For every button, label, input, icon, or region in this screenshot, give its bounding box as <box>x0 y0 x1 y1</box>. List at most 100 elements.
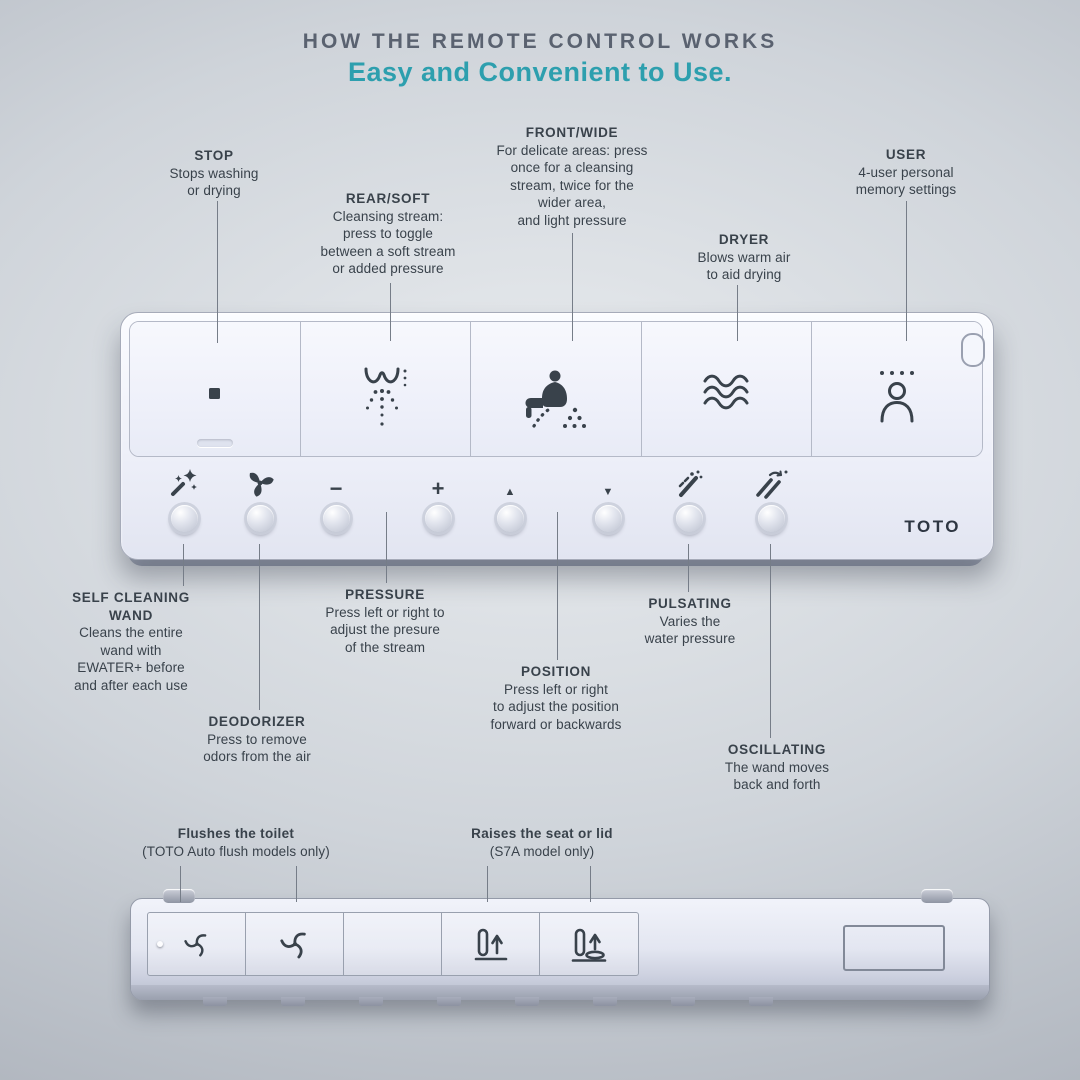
callout-oscillating: OSCILLATING The wand moves back and fort… <box>687 741 867 794</box>
rear-soft-button[interactable] <box>300 322 472 456</box>
back-button-panel <box>147 912 639 976</box>
page-title: HOW THE REMOTE CONTROL WORKS <box>302 30 778 53</box>
connector-nub <box>437 997 461 1006</box>
callout-pulsating: PULSATING Varies the water pressure <box>600 595 780 648</box>
callout-position-body: Press left or right to adjust the positi… <box>490 681 622 732</box>
dryer-waves-icon <box>703 374 749 410</box>
dryer-button[interactable] <box>641 322 813 456</box>
callout-pressure-title: PRESSURE <box>345 587 425 602</box>
connector-line-self-cleaning-wand <box>183 544 184 586</box>
pressure-plus-key: + <box>406 465 470 532</box>
callout-seat-lid-title: Raises the seat or lid <box>471 826 613 841</box>
callout-deodorizer-title: DEODORIZER <box>208 714 306 729</box>
callout-position: POSITION Press left or right to adjust t… <box>446 663 666 733</box>
callout-seat-lid-body: (S7A model only) <box>489 843 595 859</box>
callout-oscillating-body: The wand moves back and forth <box>724 759 830 793</box>
oscillating-button[interactable] <box>757 505 785 532</box>
pulsating-button[interactable] <box>675 505 703 532</box>
deodorizer-key <box>228 465 292 532</box>
callout-dryer: DRYER Blows warm air to aid drying <box>659 231 829 284</box>
callout-position-title: POSITION <box>520 664 592 679</box>
pressure-minus-button[interactable] <box>322 505 350 532</box>
callout-stop-body: Stops washing or drying <box>169 165 259 199</box>
position-up-button[interactable] <box>496 505 524 532</box>
callout-user-title: USER <box>885 147 927 162</box>
connector-line-lid <box>590 866 591 902</box>
connector-nub <box>281 997 305 1006</box>
connector-line-seat <box>487 866 488 902</box>
connector-nub <box>203 997 227 1006</box>
callout-stop-title: STOP <box>194 148 234 163</box>
seat-raise-button[interactable] <box>442 913 540 975</box>
position-up-key: ▲ <box>478 465 542 532</box>
oscillating-spray-icon <box>756 470 788 499</box>
callout-rear-soft-title: REAR/SOFT <box>345 191 431 206</box>
triangle-down-icon: ▼ <box>602 486 614 498</box>
callout-self-cleaning-wand-title: SELF CLEANING WAND <box>72 590 190 623</box>
connector-line-deodorizer <box>259 544 260 710</box>
callout-front-wide-title: FRONT/WIDE <box>525 125 619 140</box>
callout-deodorizer-body: Press to remove odors from the air <box>203 731 311 765</box>
self-cleaning-wand-button[interactable] <box>170 505 198 532</box>
callout-deodorizer: DEODORIZER Press to remove odors from th… <box>162 713 352 766</box>
connector-nub <box>749 997 773 1006</box>
callout-dryer-body: Blows warm air to aid drying <box>697 249 791 283</box>
callout-oscillating-title: OSCILLATING <box>727 742 827 757</box>
callout-user: USER 4-user personal memory settings <box>811 146 1001 199</box>
connector-line-pressure <box>386 512 387 583</box>
connector-line-stop <box>217 201 218 343</box>
auto-flush-small-button[interactable] <box>148 913 246 975</box>
callout-dryer-title: DRYER <box>718 232 770 247</box>
minus-icon: − <box>329 476 343 501</box>
deodorizer-button[interactable] <box>246 505 274 532</box>
stop-square-icon <box>209 387 221 399</box>
flush-swirl-icon <box>279 932 306 959</box>
callout-seat-lid: Raises the seat or lid (S7A model only) <box>412 825 672 860</box>
callout-front-wide-body: For delicate areas: press once for a cle… <box>496 142 648 228</box>
callout-front-wide: FRONT/WIDE For delicate areas: press onc… <box>457 124 687 229</box>
user-button[interactable] <box>812 322 982 456</box>
position-down-key: ▼ <box>576 465 640 532</box>
flush-swirl-icon <box>183 934 206 957</box>
lid-raise-button[interactable] <box>540 913 638 975</box>
connector-line-pulsating <box>688 544 689 592</box>
seat-raise-icon <box>474 928 507 961</box>
connector-line-flush-left <box>180 866 181 902</box>
callout-rear-soft-body: Cleansing stream: press to toggle betwee… <box>320 208 456 277</box>
position-down-button[interactable] <box>594 505 622 532</box>
remote-control-front: − + ▲ ▼ <box>120 312 994 560</box>
oscillating-key <box>739 465 803 532</box>
led-dot <box>157 941 163 947</box>
toto-logo: TOTO <box>904 517 961 536</box>
pressure-plus-button[interactable] <box>424 505 452 532</box>
remote-control-bottom <box>130 889 990 1006</box>
large-button-band <box>129 321 983 457</box>
rear-soft-spray-icon <box>364 367 407 426</box>
callout-user-body: 4-user personal memory settings <box>855 164 957 198</box>
front-wide-spray-icon <box>525 370 586 428</box>
pulsating-key <box>657 465 721 532</box>
front-wide-button[interactable] <box>471 322 642 456</box>
callout-pressure: PRESSURE Press left or right to adjust t… <box>280 586 490 656</box>
stop-button[interactable] <box>130 322 301 456</box>
auto-flush-button[interactable] <box>246 913 344 975</box>
callout-flush-title: Flushes the toilet <box>177 826 295 841</box>
connector-line-user <box>906 201 907 341</box>
bottom-bevel <box>131 985 989 1000</box>
connector-nub <box>359 997 383 1006</box>
triangle-up-icon: ▲ <box>504 486 516 498</box>
clip-notch <box>961 333 985 367</box>
mount-post-left <box>163 889 195 903</box>
fan-icon <box>249 472 274 497</box>
connector-line-position <box>557 512 558 660</box>
blank-rect-button[interactable] <box>843 925 945 971</box>
connector-line-dryer <box>737 285 738 341</box>
connector-nub <box>593 997 617 1006</box>
page-subtitle: Easy and Convenient to Use. <box>347 57 733 87</box>
connector-nub <box>671 997 695 1006</box>
blank-cell <box>344 913 442 975</box>
callout-rear-soft: REAR/SOFT Cleansing stream: press to tog… <box>283 190 493 278</box>
mount-post-right <box>921 889 953 903</box>
sparkle-wand-icon <box>171 469 197 496</box>
